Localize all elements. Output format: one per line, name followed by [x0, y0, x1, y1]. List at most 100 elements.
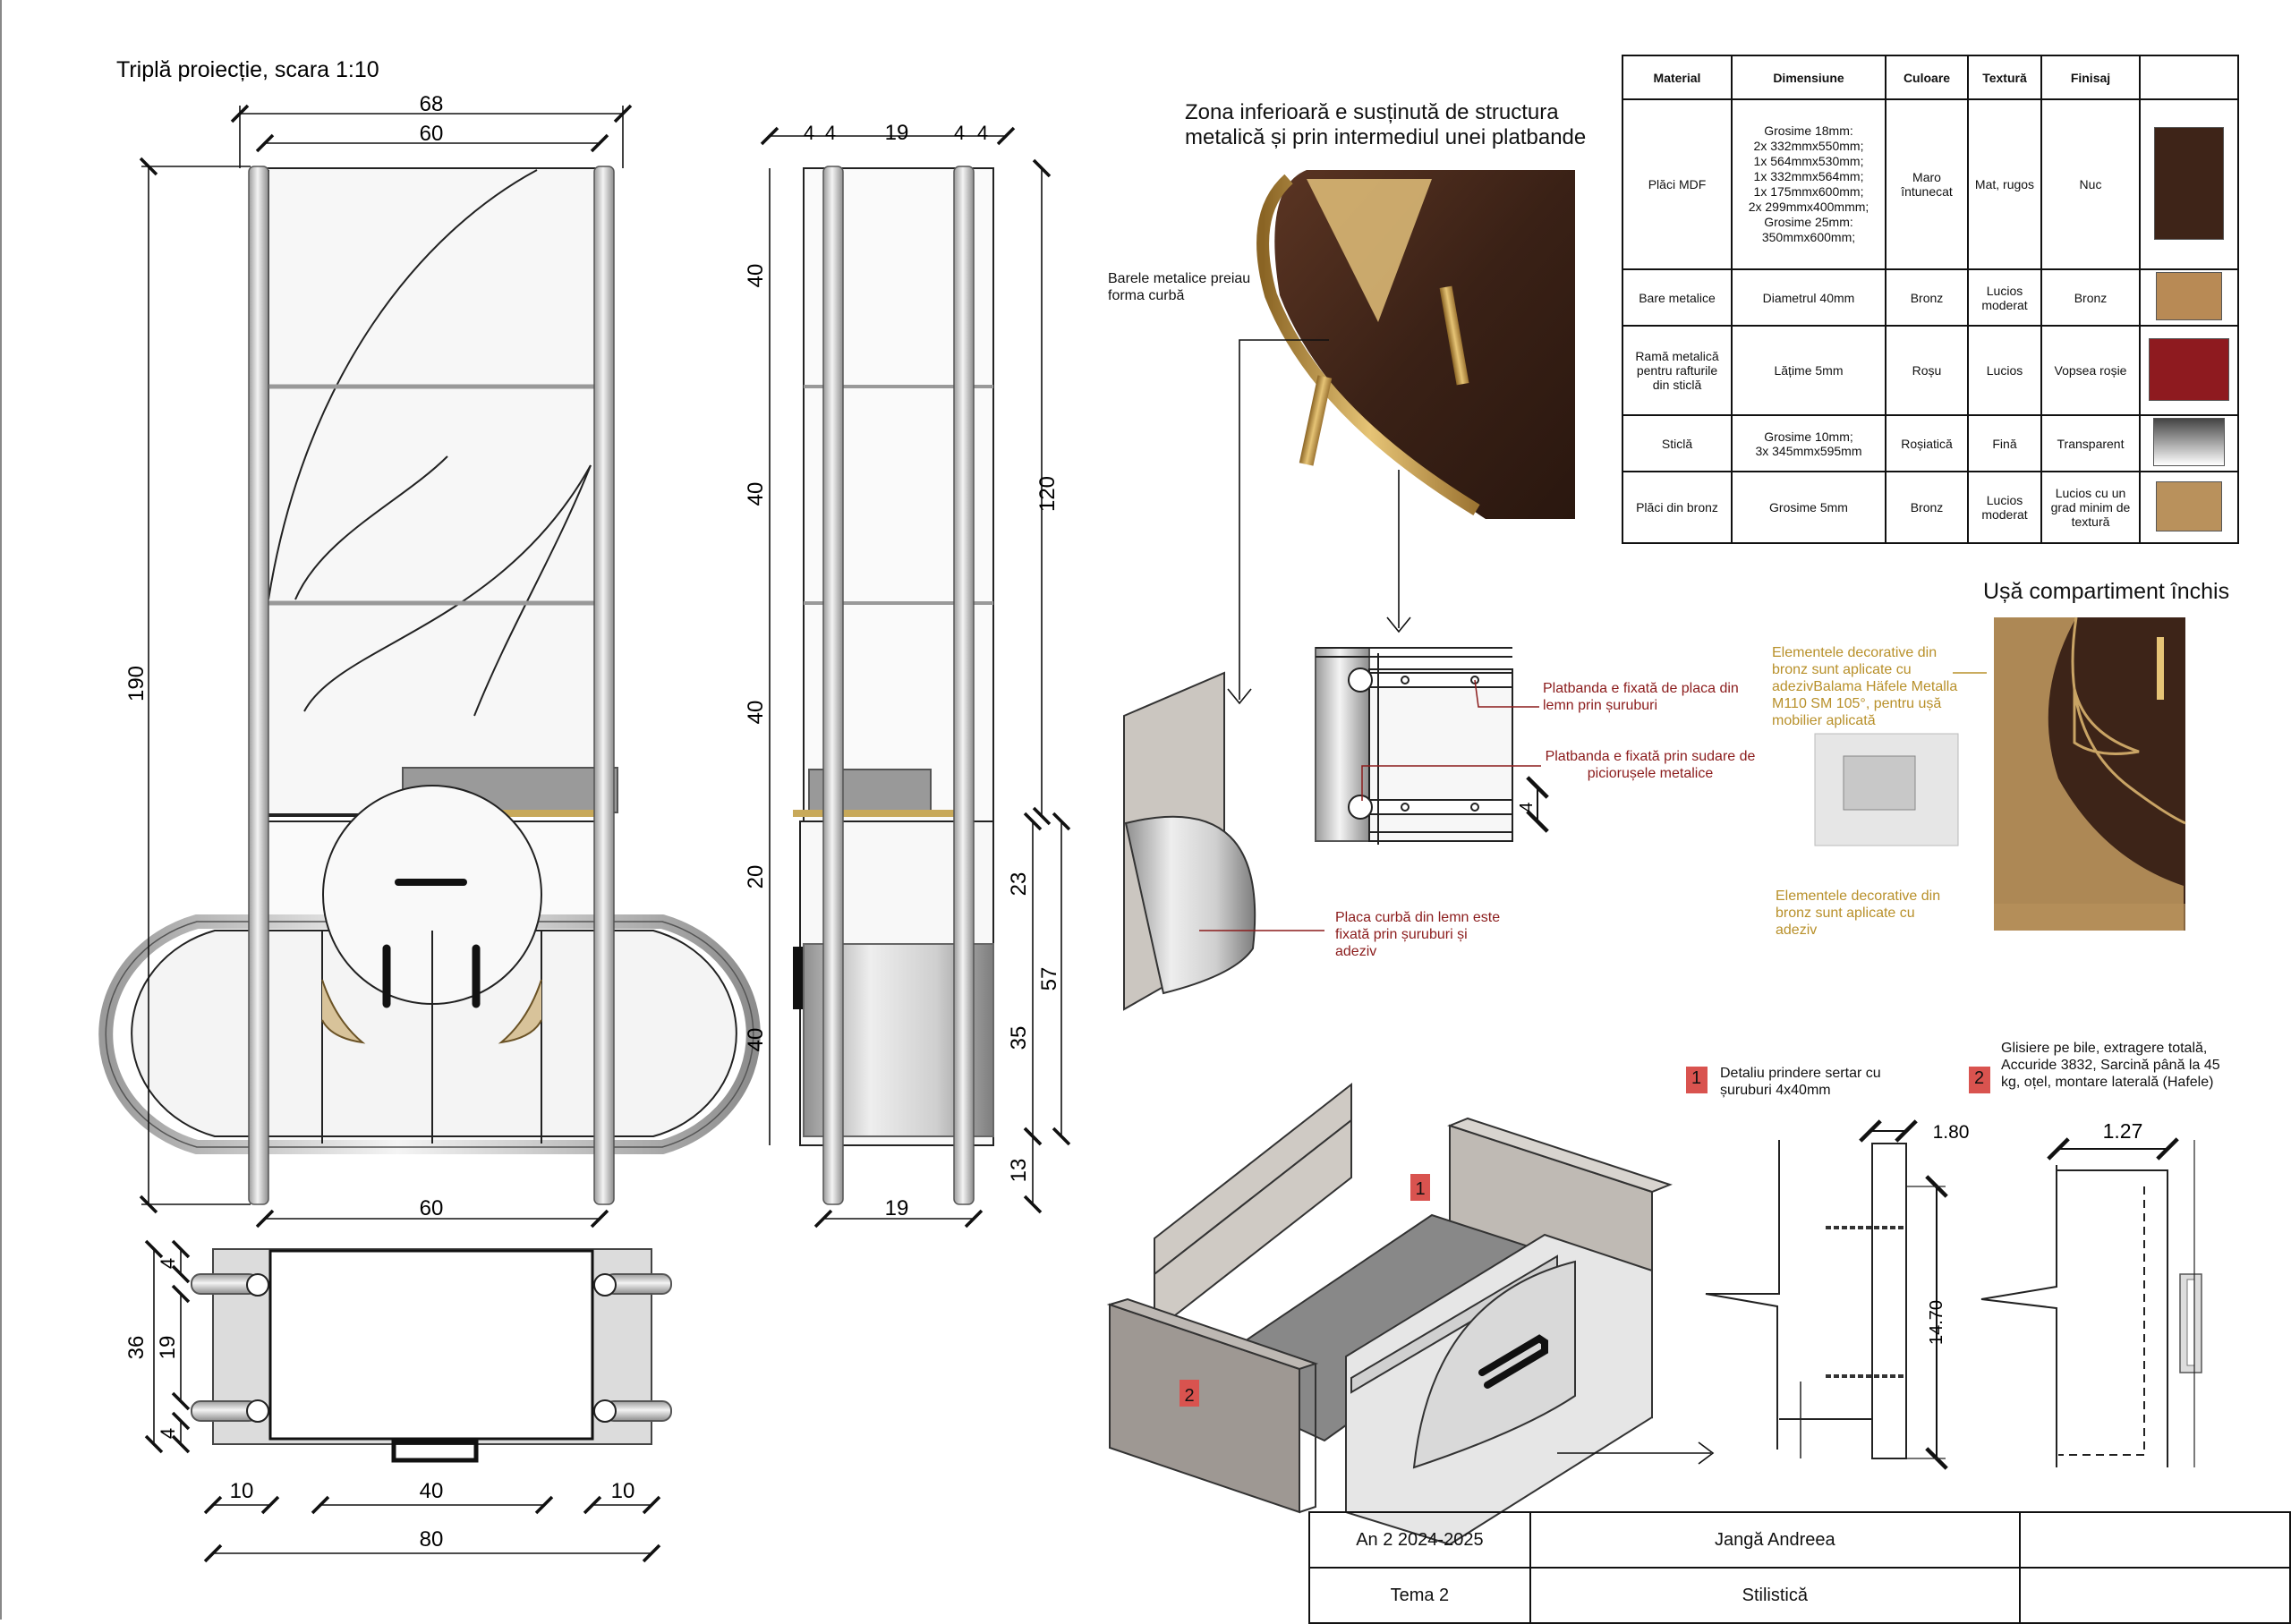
side-dim-left-4: 20	[744, 865, 768, 889]
cell-dimensiune: Diametrul 40mm	[1731, 268, 1886, 327]
label-curved-plate: Placa curbă din lemn este fixată prin șu…	[1335, 910, 1501, 959]
detail-1-marker-label: 1	[1691, 1068, 1702, 1088]
render-arrows	[1227, 339, 1411, 705]
side-dim-right-5: 13	[1007, 1159, 1031, 1183]
table-row: Ramă metalică pentru rafturile din sticl…	[1622, 325, 2239, 416]
materials-table-header: Material Dimensiune Culoare Textură Fini…	[1622, 55, 2239, 100]
top-dim-total-width: 80	[420, 1527, 444, 1552]
col-swatch	[2139, 55, 2239, 100]
cell-material: Plăci din bronz	[1622, 471, 1733, 544]
cell-material: Ramă metalică pentru rafturile din sticl…	[1622, 325, 1733, 416]
render-lower-zone	[1256, 170, 1575, 519]
cell-finisaj: Bronz	[2040, 268, 2141, 327]
side-dim-right-3: 57	[1037, 967, 1061, 991]
side-dims-right: 120 23 57 35 13	[1007, 476, 1061, 1182]
cell-material: Bare metalice	[1622, 268, 1733, 327]
cell-finisaj: Lucios cu un grad minim de textură	[2040, 471, 2141, 544]
side-dim-top-5: 4	[977, 122, 988, 144]
detail-2-marker	[1969, 1067, 1990, 1093]
top-dim-left-1: 4	[157, 1258, 179, 1269]
col-material: Material	[1622, 55, 1733, 100]
drawer-marker-1	[1410, 1174, 1430, 1201]
title-block-empty-1	[2018, 1511, 2291, 1569]
label-platbanda-weld: Platbanda e fixată prin sudare de picior…	[1545, 749, 1756, 781]
cell-textura: Mat, rugos	[1967, 98, 2042, 270]
side-dim-left-1: 40	[744, 264, 768, 288]
top-dim-bottom-3: 10	[611, 1479, 635, 1503]
platbanda-dim: 4	[1517, 802, 1537, 812]
material-swatch	[2154, 126, 2224, 240]
title-block: An 2 2024-2025 Jangă Andreea Tema 2 Stil…	[1308, 1511, 2291, 1624]
label-platbanda-screws: Platbanda e fixată de placa din lemn pri…	[1543, 681, 1739, 713]
cell-swatch	[2139, 325, 2239, 416]
top-dim-bottom-1: 10	[230, 1479, 254, 1503]
cell-dimensiune: Grosime 18mm: 2x 332mmx550mm; 1x 564mmx5…	[1731, 98, 1886, 270]
side-dimensions	[760, 126, 1071, 1229]
cell-culoare: Bronz	[1885, 268, 1969, 327]
front-view	[98, 166, 761, 1205]
side-dim-right-1: 120	[1035, 476, 1060, 512]
table-row: Plăci din bronz Grosime 5mm Bronz Lucios…	[1622, 471, 2239, 544]
top-dim-total-depth: 36	[124, 1336, 149, 1360]
platbanda-detail	[1315, 647, 1549, 845]
materials-table: Material Dimensiune Culoare Textură Fini…	[1622, 55, 2239, 544]
top-dim-left-2: 19	[156, 1336, 180, 1360]
detail-dim-180: 1.80	[1933, 1122, 1970, 1143]
cell-dimensiune: Grosime 10mm; 3x 345mmx595mm	[1731, 414, 1886, 472]
drawer-marker-2-label: 2	[1184, 1386, 1194, 1406]
top-dim-bottom-2: 40	[420, 1479, 444, 1503]
cell-culoare: Bronz	[1885, 471, 1969, 544]
material-swatch	[2153, 418, 2225, 466]
cell-culoare: Roșiatică	[1885, 414, 1969, 472]
title-block-author: Jangă Andreea	[1529, 1511, 2021, 1569]
front-dimensions	[139, 104, 633, 1229]
side-dim-top-3: 19	[885, 121, 909, 145]
cell-finisaj: Nuc	[2040, 98, 2141, 270]
side-dim-bottom: 19	[885, 1196, 909, 1220]
cell-swatch	[2139, 414, 2239, 472]
detail-2-text: Glisiere pe bile, extragere totală, Accu…	[2001, 1041, 2220, 1090]
cell-textura: Lucios moderat	[1967, 268, 2042, 327]
detail-1-section	[1705, 1119, 1948, 1470]
side-view	[793, 166, 994, 1205]
drawer-marker-1-label: 1	[1415, 1179, 1425, 1199]
side-dim-top-4: 4	[954, 122, 965, 144]
cell-material: Plăci MDF	[1622, 98, 1733, 270]
col-culoare: Culoare	[1885, 55, 1969, 100]
table-row: Bare metalice Diametrul 40mm Bronz Lucio…	[1622, 268, 2239, 327]
cell-textura: Fină	[1967, 414, 2042, 472]
curved-plate-detail	[1123, 671, 1324, 1011]
side-dim-top-1: 4	[804, 122, 814, 144]
drawer-marker-2	[1180, 1380, 1199, 1407]
door-title: Ușă compartiment închis	[1983, 579, 2230, 604]
cell-swatch	[2139, 98, 2239, 270]
cell-finisaj: Transparent	[2040, 414, 2141, 472]
table-row: Sticlă Grosime 10mm; 3x 345mmx595mm Roși…	[1622, 414, 2239, 472]
top-dim-left-3: 4	[157, 1428, 179, 1439]
col-dimensiune: Dimensiune	[1731, 55, 1886, 100]
title-block-year: An 2 2024-2025	[1308, 1511, 1531, 1569]
table-row: Plăci MDF Grosime 18mm: 2x 332mmx550mm; …	[1622, 98, 2239, 270]
door-note-hinge: Elementele decorative din bronz sunt apl…	[1772, 645, 1958, 728]
door-note-bronze: Elementele decorative din bronz sunt apl…	[1776, 889, 1941, 938]
front-dim-bottom-width: 60	[420, 1196, 444, 1220]
sheet-title: Triplă proiecție, scara 1:10	[116, 57, 379, 82]
detail-2-marker-label: 2	[1974, 1068, 1985, 1088]
label-bars: Barele metalice preiau forma curbă	[1108, 271, 1251, 303]
door-render	[1814, 616, 2186, 931]
col-textura: Textură	[1967, 55, 2042, 100]
cell-dimensiune: Grosime 5mm	[1731, 471, 1886, 544]
detail-dim-127: 1.27	[2103, 1119, 2143, 1143]
front-dim-height: 190	[124, 666, 149, 701]
side-dim-top-2: 4	[825, 122, 836, 144]
cell-culoare: Maro întunecat	[1885, 98, 1969, 270]
detail-arrow	[1557, 1441, 1715, 1465]
side-dim-right-2: 23	[1007, 872, 1031, 897]
detail-dim-1470: 14.70	[1927, 1300, 1946, 1345]
front-dim-total-width: 68	[420, 92, 444, 116]
cell-swatch	[2139, 268, 2239, 327]
detail-1-marker	[1686, 1067, 1708, 1093]
detail-2-section	[1980, 1137, 2202, 1467]
col-finisaj: Finisaj	[2040, 55, 2141, 100]
